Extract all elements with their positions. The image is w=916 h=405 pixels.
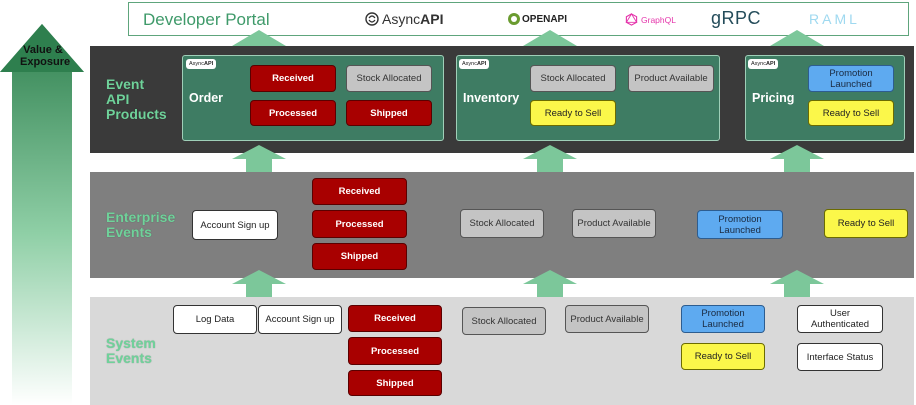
value-exposure-label-line2: Exposure <box>20 56 71 68</box>
inventory-badge-prefix: Async <box>462 61 477 67</box>
graphql-logo: GraphQL <box>625 13 676 26</box>
inventory-product-name: Inventory <box>463 91 520 105</box>
system-event-log-data[interactable]: Log Data <box>173 305 257 334</box>
asyncapi-icon <box>365 12 379 26</box>
system-event-processed[interactable]: Processed <box>348 337 442 365</box>
asyncapi-logo-prefix: Async <box>382 11 421 27</box>
system-event-ready-to-sell[interactable]: Ready to Sell <box>681 343 765 370</box>
order-badge-suffix: API <box>203 61 214 67</box>
inventory-asyncapi-badge: Async API <box>459 59 490 69</box>
enterprise-event-received[interactable]: Received <box>312 178 407 205</box>
openapi-logo: OPENAPI <box>507 12 567 26</box>
raml-logo-text: RAML <box>809 11 860 27</box>
pricing-badge-prefix: Async <box>751 61 766 67</box>
enterprise-event-processed[interactable]: Processed <box>312 210 407 238</box>
order-event-processed[interactable]: Processed <box>250 100 336 126</box>
enterprise-event-ready-to-sell[interactable]: Ready to Sell <box>824 209 908 238</box>
pricing-event-ready-to-sell[interactable]: Ready to Sell <box>808 100 894 126</box>
inventory-event-product-available[interactable]: Product Available <box>628 65 714 92</box>
enterprise-event-account-signup[interactable]: Account Sign up <box>192 210 278 240</box>
enterprise-events-label-line2: Events <box>106 224 152 240</box>
event-api-products-label-line2: API <box>106 91 130 107</box>
value-exposure-arrow <box>0 24 84 405</box>
enterprise-events-label-line1: Enterprise <box>106 209 176 225</box>
enterprise-event-stock-allocated[interactable]: Stock Allocated <box>460 209 544 238</box>
pricing-asyncapi-badge: Async API <box>748 59 779 69</box>
order-product-name: Order <box>189 91 224 105</box>
pricing-badge-suffix: API <box>765 61 776 67</box>
system-event-product-available[interactable]: Product Available <box>565 305 649 333</box>
up-arrow-enterprise-to-pricing <box>770 145 824 173</box>
event-api-products-label-line3: Products <box>106 106 167 122</box>
inventory-event-stock-allocated[interactable]: Stock Allocated <box>530 65 616 92</box>
enterprise-event-product-available[interactable]: Product Available <box>572 209 656 238</box>
developer-portal-title: Developer Portal <box>143 10 270 29</box>
event-api-products-label-line1: Event <box>106 76 145 92</box>
asyncapi-logo: Async API <box>365 11 443 27</box>
up-arrow-enterprise-to-order <box>232 145 286 173</box>
asyncapi-logo-suffix: API <box>420 11 444 27</box>
system-event-received[interactable]: Received <box>348 305 442 332</box>
grpc-logo-text: gRPC <box>711 8 762 28</box>
inventory-badge-suffix: API <box>476 61 487 67</box>
enterprise-events-label: Enterprise Events <box>106 210 175 240</box>
up-arrow-system-to-enterprise-right <box>770 270 824 298</box>
order-event-received[interactable]: Received <box>250 65 336 92</box>
graphql-icon <box>625 13 638 26</box>
up-arrow-system-to-enterprise-left <box>232 270 286 298</box>
system-event-shipped[interactable]: Shipped <box>348 370 442 396</box>
system-events-label: System Events <box>106 336 156 366</box>
system-event-user-authenticated[interactable]: User Authenticated <box>797 305 883 333</box>
system-event-stock-allocated[interactable]: Stock Allocated <box>462 307 546 335</box>
pricing-event-promotion-launched[interactable]: Promotion Launched <box>808 65 894 92</box>
order-event-shipped[interactable]: Shipped <box>346 100 432 126</box>
grpc-logo: gRPC <box>711 8 761 29</box>
system-events-label-line1: System <box>106 335 156 351</box>
graphql-logo-text: GraphQL <box>641 14 676 25</box>
order-asyncapi-badge: Async API <box>186 59 217 69</box>
raml-logo: RAML <box>809 11 860 27</box>
openapi-icon <box>508 13 520 25</box>
enterprise-event-shipped[interactable]: Shipped <box>312 243 407 270</box>
order-event-stock-allocated[interactable]: Stock Allocated <box>346 65 432 92</box>
developer-portal-bar: Developer Portal Async API OPENAPI Graph… <box>128 2 909 36</box>
system-event-account-signup[interactable]: Account Sign up <box>258 305 342 334</box>
value-exposure-label: Value & Exposure <box>20 44 71 68</box>
up-arrow-enterprise-to-inventory <box>523 145 577 173</box>
value-exposure-label-line1: Value & <box>23 44 63 56</box>
order-badge-prefix: Async <box>189 61 204 67</box>
pricing-product-name: Pricing <box>752 91 795 105</box>
system-event-interface-status[interactable]: Interface Status <box>797 343 883 371</box>
up-arrow-system-to-enterprise-middle <box>523 270 577 298</box>
enterprise-event-promotion-launched[interactable]: Promotion Launched <box>697 210 783 239</box>
event-api-products-label: Event API Products <box>106 77 167 122</box>
inventory-event-ready-to-sell[interactable]: Ready to Sell <box>530 100 616 126</box>
system-events-label-line2: Events <box>106 350 152 366</box>
system-event-promotion-launched[interactable]: Promotion Launched <box>681 305 765 333</box>
openapi-logo-text: OPENAPI <box>522 13 568 25</box>
